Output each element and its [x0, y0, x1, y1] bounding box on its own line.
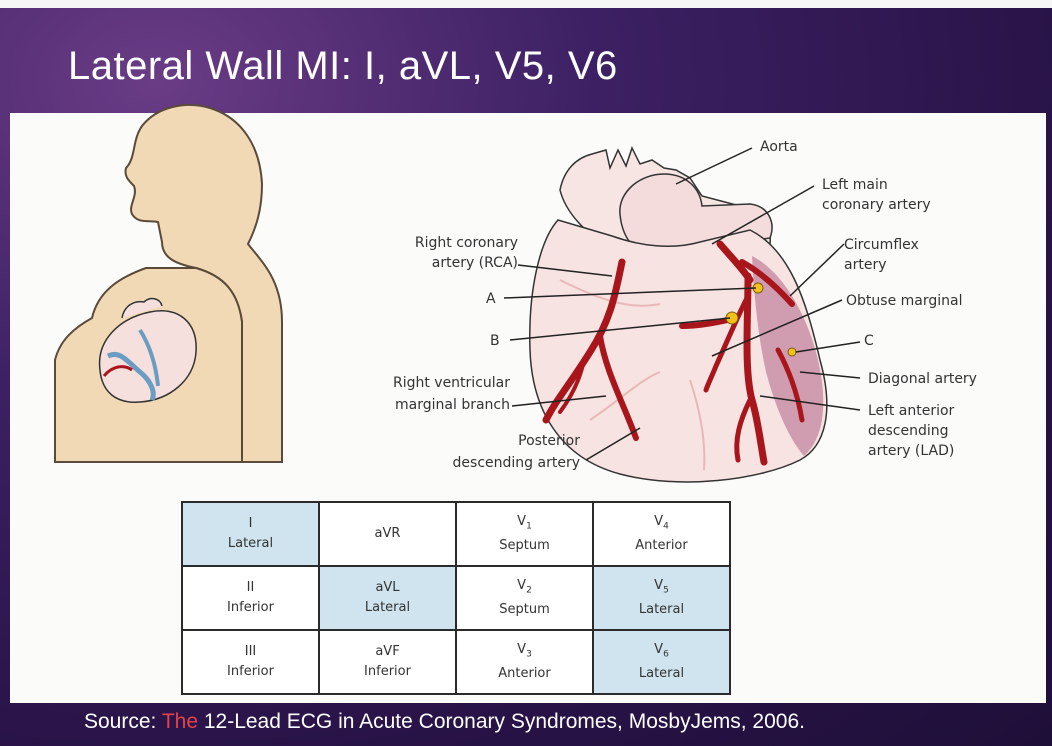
lead-label: V2: [457, 576, 592, 601]
lead-name: V: [517, 514, 526, 529]
lead-name: V: [517, 578, 526, 593]
lead-name: V: [654, 642, 663, 657]
label-rca-line1: Right coronary: [360, 234, 518, 252]
lead-region: Inferior: [320, 662, 455, 682]
lead-label: V4: [594, 512, 729, 537]
lead-region: Septum: [457, 536, 592, 556]
source-highlight: The: [162, 710, 198, 733]
lead-name: aVR: [320, 524, 455, 544]
lead-name: aVL: [320, 578, 455, 598]
lead-name: V: [654, 514, 663, 529]
lead-name: V: [517, 642, 526, 657]
lead-region: Lateral: [594, 664, 729, 684]
lead-label: V5: [594, 576, 729, 601]
lead-label: V6: [594, 640, 729, 665]
lead-label: V1: [457, 512, 592, 537]
label-lad-line2: descending: [868, 422, 949, 440]
lead-cell: aVR: [319, 502, 456, 566]
lead-subscript: 5: [663, 585, 669, 595]
lead-subscript: 2: [526, 585, 532, 595]
label-lad-line1: Left anterior: [868, 402, 954, 420]
label-left-main-line2: coronary artery: [822, 196, 931, 214]
label-obtuse-marginal: Obtuse marginal: [846, 292, 962, 310]
source-citation: Source: The 12-Lead ECG in Acute Coronar…: [84, 710, 805, 734]
label-diagonal-artery: Diagonal artery: [868, 370, 977, 388]
label-lad-line3: artery (LAD): [868, 442, 954, 460]
lead-region: Anterior: [457, 664, 592, 684]
lead-name: aVF: [320, 642, 455, 662]
lead-name: III: [183, 642, 318, 662]
label-pda-line2: descending artery: [380, 454, 580, 472]
lead-region: Septum: [457, 600, 592, 620]
label-circumflex-line1: Circumflex: [844, 236, 919, 254]
lead-region: Inferior: [183, 598, 318, 618]
label-rca-line2: artery (RCA): [360, 254, 518, 272]
label-rv-marginal-line1: Right ventricular: [330, 374, 510, 392]
lead-subscript: 6: [663, 649, 669, 659]
label-point-b: B: [490, 332, 500, 350]
lead-subscript: 4: [663, 521, 669, 531]
lead-region: Lateral: [320, 598, 455, 618]
lead-region: Inferior: [183, 662, 318, 682]
source-rest: 12-Lead ECG in Acute Coronary Syndromes,…: [198, 710, 805, 733]
label-point-c: C: [864, 332, 874, 350]
label-left-main-line1: Left main: [822, 176, 888, 194]
human-silhouette: [55, 105, 282, 462]
lead-region: Lateral: [594, 600, 729, 620]
label-rv-marginal-line2: marginal branch: [330, 396, 510, 414]
lead-name: II: [183, 578, 318, 598]
label-pda-line1: Posterior: [400, 432, 580, 450]
label-point-a: A: [486, 290, 496, 308]
lead-region: Lateral: [183, 534, 318, 554]
lead-subscript: 1: [526, 521, 532, 531]
label-aorta: Aorta: [760, 138, 798, 156]
lead-name: V: [654, 578, 663, 593]
source-prefix: Source:: [84, 710, 162, 733]
lead-subscript: 3: [526, 649, 532, 659]
label-circumflex-line2: artery: [844, 256, 886, 274]
lead-label: V3: [457, 640, 592, 665]
occlusion-c-marker: [788, 348, 796, 356]
lead-name: I: [183, 514, 318, 534]
lead-region: Anterior: [594, 536, 729, 556]
